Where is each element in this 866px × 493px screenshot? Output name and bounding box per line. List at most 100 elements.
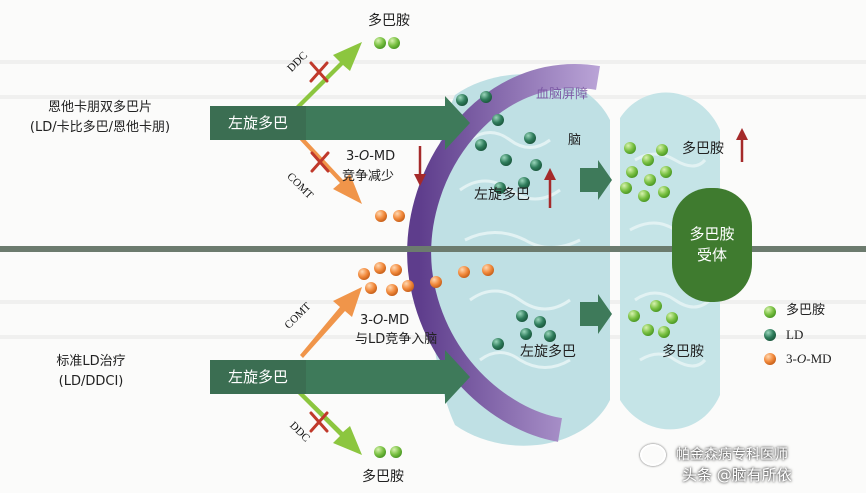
ld-dot xyxy=(475,139,487,151)
brain-levodopa-top: 左旋多巴 xyxy=(474,187,530,203)
bottom-ddc-dopamine-dot xyxy=(374,446,386,458)
dopamine-receptor xyxy=(672,188,752,302)
top-levodopa-label: 左旋多巴 xyxy=(227,114,288,132)
legend-md-label: 3-O-MD xyxy=(786,350,832,368)
brain-dopamine-dot xyxy=(626,166,638,178)
ld-dot xyxy=(494,182,506,194)
brain-dopamine-dot xyxy=(660,166,672,178)
bottom-md-suffix: -MD xyxy=(383,313,410,328)
brain-top-conversion-arrow xyxy=(580,160,612,200)
barrier-label: 血脑屏障 xyxy=(536,87,589,102)
bottom-md-italic: O xyxy=(372,313,384,328)
ld-dot xyxy=(492,338,504,350)
bottom-md-dot xyxy=(482,264,494,276)
brain-bottom-conversion-arrow xyxy=(580,294,612,334)
wechat-icon xyxy=(640,444,666,466)
brain-dopamine-dot xyxy=(644,174,656,186)
brain-dopamine-bottom: 多巴胺 xyxy=(662,344,704,360)
top-drug-name-line1: 恩他卡朋双多巴片 xyxy=(47,100,152,115)
bottom-md-dot xyxy=(458,266,470,278)
bottom-ddc-dopamine-dot xyxy=(390,446,402,458)
legend-dopamine-dot xyxy=(764,306,776,318)
dopamine-receptor-label: 多巴胺 受体 xyxy=(672,224,752,266)
top-ddc-dopamine-dot xyxy=(388,37,400,49)
top-md-suffix: -MD xyxy=(369,149,396,164)
brain-dopamine-dot xyxy=(642,324,654,336)
bottom-md-dot xyxy=(386,284,398,296)
bottom-drug-name-line2: (LD/DDCI) xyxy=(58,374,124,389)
brain-dopamine-dot xyxy=(642,154,654,166)
legend-md-dot xyxy=(764,353,776,365)
ld-dot xyxy=(544,330,556,342)
brain-dopamine-dot xyxy=(656,144,668,156)
divider-line xyxy=(0,246,866,252)
legend-dopamine-label: 多巴胺 xyxy=(786,303,826,318)
legend-md-prefix: 3- xyxy=(786,351,797,366)
bottom-drug-name: 标准LD治疗 (LD/DDCI) xyxy=(6,352,176,392)
bottom-md-dot xyxy=(358,268,370,280)
top-ddc-arrow xyxy=(296,42,362,109)
legend-md-suffix: -MD xyxy=(806,351,832,366)
receptor-line2: 受体 xyxy=(696,246,727,264)
brain-ld-increase-arrow-icon xyxy=(544,168,556,208)
top-comt-block-icon xyxy=(310,151,330,173)
ld-dot xyxy=(480,91,492,103)
brain-dopamine-dot xyxy=(658,326,670,338)
bottom-md-dot xyxy=(365,282,377,294)
ld-dot xyxy=(534,316,546,328)
top-md-italic: O xyxy=(358,149,370,164)
molecule-dots xyxy=(358,37,776,458)
bottom-md-note: 与LD竞争入脑 xyxy=(355,332,438,347)
ld-dot xyxy=(500,154,512,166)
ld-dot xyxy=(518,177,530,189)
bottom-md-dot xyxy=(390,264,402,276)
ld-dot xyxy=(520,328,532,340)
blood-brain-barrier xyxy=(407,64,600,442)
bottom-ddc-arrow xyxy=(296,389,362,455)
legend-md-italic: O xyxy=(796,351,807,366)
bottom-md-dot xyxy=(402,280,414,292)
bottom-levodopa-label: 左旋多巴 xyxy=(227,368,288,386)
ld-dot xyxy=(530,159,542,171)
top-drug-name: 恩他卡朋双多巴片 (LD/卡比多巴/恩他卡朋) xyxy=(0,98,200,138)
brain-dopamine-dot xyxy=(666,312,678,324)
brain-dopamine-dot xyxy=(624,142,636,154)
bottom-md-label: 3-O-MD xyxy=(360,312,409,330)
watermark-line2: 头条 @脑有所依 xyxy=(682,466,792,484)
top-md-dot xyxy=(393,210,405,222)
top-md-label: 3-O-MD xyxy=(346,148,395,166)
ld-dot xyxy=(524,132,536,144)
brain-levodopa-bottom: 左旋多巴 xyxy=(520,344,576,360)
top-ddc-block-icon xyxy=(309,61,329,83)
top-drug-name-line2: (LD/卡比多巴/恩他卡朋) xyxy=(29,120,171,135)
brain-dopamine-dot xyxy=(658,186,670,198)
top-md-note: 竞争减少 xyxy=(342,169,395,184)
watermark-line1: 帕金森病专科医师 xyxy=(676,447,788,463)
brain-dopamine-dot xyxy=(650,300,662,312)
brain-dopamine-dot xyxy=(620,182,632,194)
top-md-prefix: 3- xyxy=(346,149,359,164)
top-comt-arrow xyxy=(298,135,362,204)
receptor-line1: 多巴胺 xyxy=(689,225,735,243)
dopamine-increase-arrow-icon xyxy=(736,128,748,162)
bottom-comt-arrow xyxy=(300,287,362,358)
ld-dot xyxy=(492,114,504,126)
bottom-dopamine-label: 多巴胺 xyxy=(362,469,404,485)
bottom-md-dot xyxy=(374,262,386,274)
brain-dopamine-dot xyxy=(638,190,650,202)
md-decrease-arrow-icon xyxy=(414,146,426,186)
brain-dopamine-dot xyxy=(628,310,640,322)
bottom-md-dot xyxy=(430,276,442,288)
top-ddc-dopamine-dot xyxy=(374,37,386,49)
top-md-dot xyxy=(375,210,387,222)
brain-label: 脑 xyxy=(568,133,582,148)
ld-dot xyxy=(456,94,468,106)
brain-dopamine-top: 多巴胺 xyxy=(682,141,724,157)
bottom-levodopa-box xyxy=(210,360,306,394)
bottom-drug-name-line1: 标准LD治疗 xyxy=(56,354,126,369)
bottom-ddc-block-icon xyxy=(309,411,329,433)
top-dopamine-label: 多巴胺 xyxy=(368,13,410,29)
top-levodopa-box xyxy=(210,106,306,140)
legend-ld-dot xyxy=(764,329,776,341)
